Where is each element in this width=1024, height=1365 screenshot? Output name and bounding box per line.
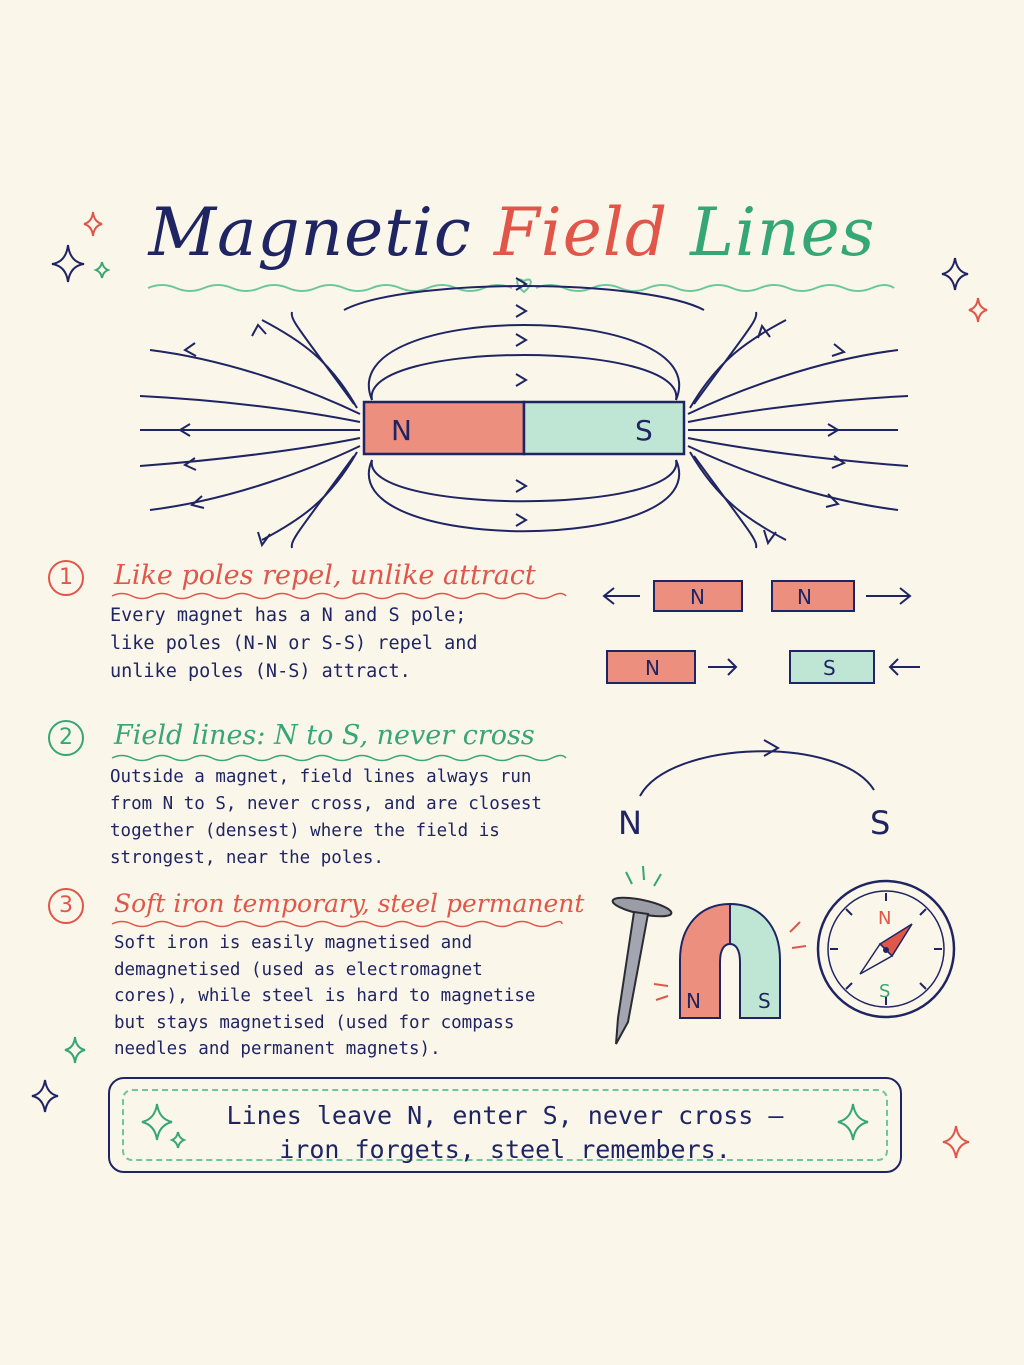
body-line: unlike poles (N-S) attract. xyxy=(110,661,411,682)
body-line: together (densest) where the field is xyxy=(110,821,500,841)
summary-line-1: Lines leave N, enter S, never cross — xyxy=(226,1101,784,1130)
compass-icon: N S xyxy=(816,879,956,1019)
bar-magnet-north: N xyxy=(391,414,412,447)
section-heading: Like poles repel, unlike attract xyxy=(114,560,536,591)
section-3-underline xyxy=(111,920,563,928)
section-heading: Soft iron temporary, steel permanent xyxy=(114,889,585,918)
sparkle-icon xyxy=(64,1036,86,1064)
section-body: Outside a magnet, field lines always run… xyxy=(110,764,580,872)
horseshoe-magnet: N S xyxy=(653,902,807,1019)
arc-start-pole: N xyxy=(618,804,642,842)
sparkle-icon xyxy=(942,1125,970,1159)
title-underline xyxy=(535,284,895,292)
bar-magnet: N S xyxy=(362,400,686,456)
sparkle-icon xyxy=(968,297,988,323)
horseshoe-south: S xyxy=(758,989,771,1013)
body-line: strongest, near the poles. xyxy=(110,848,384,868)
summary-box: Lines leave N, enter S, never cross — ir… xyxy=(108,1077,902,1173)
sparkle-icons xyxy=(31,211,988,1159)
attract-left-pole: N xyxy=(645,656,660,680)
title-word-magnetic: Magnetic xyxy=(148,194,472,271)
body-line: from N to S, never cross, and are closes… xyxy=(110,794,542,814)
bar-magnet-south: S xyxy=(635,414,653,447)
horseshoe-north: N xyxy=(686,989,701,1013)
summary-text: Lines leave N, enter S, never cross — ir… xyxy=(110,1099,900,1167)
iron-nail xyxy=(611,865,673,1045)
body-line: demagnetised (used as electromagnet xyxy=(114,959,483,980)
repel-right-pole: N xyxy=(797,585,812,609)
section-heading: Field lines: N to S, never cross xyxy=(114,720,535,751)
body-line: but stays magnetised (used for compass xyxy=(114,1012,515,1033)
field-arrows xyxy=(178,277,847,548)
attract-right-pole: S xyxy=(823,656,836,680)
section-number: 1 xyxy=(48,560,84,596)
sparkle-icon xyxy=(31,1079,59,1113)
sparkle-icon xyxy=(93,261,111,279)
body-line: Soft iron is easily magnetised and xyxy=(114,933,473,953)
section-body: Every magnet has a N and S pole; like po… xyxy=(110,602,580,686)
arc-diagram: N S xyxy=(618,739,890,842)
compass-north: N xyxy=(878,908,891,929)
section-2-underline xyxy=(111,754,567,762)
section-number: 2 xyxy=(48,720,84,756)
summary-line-2: iron forgets, steel remembers. xyxy=(279,1135,731,1164)
summary-inner-border xyxy=(122,1089,888,1161)
sparkle-icon xyxy=(141,1103,173,1141)
title-word-lines: Lines xyxy=(690,194,876,271)
body-line: like poles (N-N or S-S) repel and xyxy=(110,633,478,654)
sparkle-icon xyxy=(941,257,969,291)
section-number: 3 xyxy=(48,888,84,924)
sparkle-icon xyxy=(837,1103,869,1141)
sparkle-icon xyxy=(51,244,85,283)
section-1-underline xyxy=(111,592,567,600)
arc-end-pole: S xyxy=(870,804,890,842)
repel-left-pole: N xyxy=(690,585,705,609)
title-underline xyxy=(147,284,513,292)
compass-south: S xyxy=(879,981,890,1002)
title-word-field: Field xyxy=(493,194,669,271)
sparkle-icon xyxy=(169,1131,187,1149)
body-line: Outside a magnet, field lines always run xyxy=(110,767,532,787)
sparkle-icon xyxy=(83,211,103,237)
attract-diagram: N S xyxy=(606,650,920,684)
field-lines xyxy=(139,285,909,549)
body-line: cores), while steel is hard to magnetise xyxy=(114,986,536,1006)
body-line: needles and permanent magnets). xyxy=(114,1039,441,1059)
page-title: Magnetic Field Lines xyxy=(0,188,1024,278)
section-body: Soft iron is easily magnetised and demag… xyxy=(114,930,584,1063)
repel-diagram: N N xyxy=(602,580,912,612)
body-line: Every magnet has a N and S pole; xyxy=(110,605,467,626)
